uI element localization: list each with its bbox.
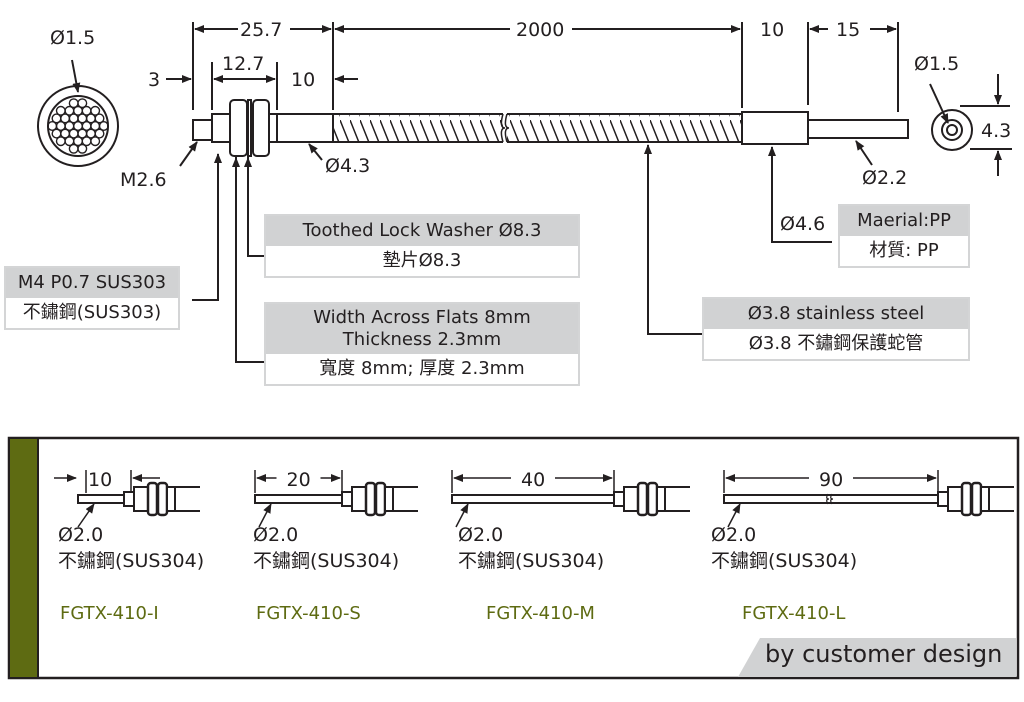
variant-1-dia: Ø2.0	[58, 524, 104, 546]
fiber-bundle-cross-section	[37, 85, 119, 167]
variant-2-material: 不鏽鋼(SUS304)	[253, 550, 400, 572]
variant-1-drawing	[54, 470, 200, 528]
custom-design-tab	[738, 638, 1016, 677]
variant-2-dia: Ø2.0	[253, 524, 299, 546]
end-face	[931, 74, 1012, 176]
dim-pin: 15	[836, 19, 860, 41]
dim-total-head: 25.7	[240, 19, 282, 41]
thread-label-en: M4 P0.7 SUS303	[6, 268, 178, 298]
sheath-label: Ø3.8 stainless steel Ø3.8 不鏽鋼保護蛇管	[702, 297, 970, 361]
variant-2-length: 20	[287, 469, 311, 491]
fiber-strand	[77, 98, 88, 109]
variant-3-drawing	[451, 470, 690, 528]
variant-3-model: FGTX-410-M	[486, 603, 595, 624]
variant-4-drawing	[723, 470, 1014, 528]
bundle-leader	[71, 59, 81, 93]
variant-4-model: FGTX-410-L	[742, 603, 846, 624]
material-label-zh: 材質: PP	[840, 236, 968, 266]
variant-1-spec: Ø2.0 不鏽鋼(SUS304)	[58, 522, 204, 574]
nut-label: Width Across Flats 8mm Thickness 2.3mm 寬…	[264, 302, 580, 386]
variants-panel-accent-bar	[10, 439, 38, 677]
fiber-strand	[55, 136, 66, 147]
variant-2-drawing	[254, 470, 418, 528]
dim-tip: 3	[148, 69, 160, 91]
washer-label-en: Toothed Lock Washer Ø8.3	[266, 216, 578, 246]
variant-4-spec: Ø2.0 不鏽鋼(SUS304)	[711, 522, 857, 574]
end-pin-dia-callout: Ø2.2	[862, 167, 907, 189]
dimension-lines	[166, 25, 897, 83]
nut-label-en-1: Width Across Flats 8mm	[313, 307, 531, 328]
variant-1-model: FGTX-410-I	[60, 603, 159, 624]
sheath-label-en: Ø3.8 stainless steel	[704, 299, 968, 329]
variant-3-spec: Ø2.0 不鏽鋼(SUS304)	[458, 522, 604, 574]
end-face-core-dia: Ø1.5	[914, 53, 959, 75]
variant-3-length: 40	[521, 469, 545, 491]
variant-2-model: FGTX-410-S	[256, 603, 361, 624]
variant-4-dia: Ø2.0	[711, 524, 757, 546]
variant-2-spec: Ø2.0 不鏽鋼(SUS304)	[253, 522, 399, 574]
fiber-strand	[94, 128, 105, 139]
thread-label-zh: 不鏽鋼(SUS303)	[6, 298, 178, 328]
dim-sleeve: 10	[291, 69, 315, 91]
end-face-outer-dia: 4.3	[981, 120, 1011, 142]
fiber-strand	[77, 143, 88, 154]
thread-label: M4 P0.7 SUS303 不鏽鋼(SUS303)	[4, 266, 180, 330]
end-ferrule-dia-callout: Ø4.6	[780, 213, 825, 235]
end-ferrule	[741, 111, 909, 145]
dim-cable: 2000	[516, 19, 564, 41]
material-label-en: Maerial:PP	[840, 206, 968, 236]
steel-sheath	[333, 113, 743, 143]
tip-thread-callout: M2.6	[120, 169, 167, 191]
nut-label-zh: 寬度 8mm; 厚度 2.3mm	[266, 354, 578, 384]
washer-label: Toothed Lock Washer Ø8.3 墊片Ø8.3	[264, 214, 580, 278]
end-core-leader	[929, 83, 949, 124]
custom-design-note: by customer design	[765, 640, 1003, 668]
variant-3-dia: Ø2.0	[458, 524, 504, 546]
material-label: Maerial:PP 材質: PP	[838, 204, 970, 268]
variant-4-material: 不鏽鋼(SUS304)	[711, 550, 858, 572]
fiber-strand	[68, 143, 79, 154]
washer-label-zh: 墊片Ø8.3	[266, 246, 578, 276]
sheath-label-zh: Ø3.8 不鏽鋼保護蛇管	[704, 329, 968, 359]
variant-4-length: 90	[819, 469, 843, 491]
fiber-strand	[94, 113, 105, 124]
callout-leaders	[179, 140, 873, 363]
dim-ferrule: 10	[760, 19, 784, 41]
fiber-strand	[90, 136, 101, 147]
sensor-head	[192, 99, 334, 157]
variant-1-material: 不鏽鋼(SUS304)	[58, 550, 205, 572]
fiber-strand	[98, 120, 109, 131]
nut-label-en-2: Thickness 2.3mm	[342, 329, 502, 350]
variant-1-length: 10	[88, 469, 112, 491]
dim-thread: 12.7	[222, 53, 264, 75]
fiber-bundle-dia: Ø1.5	[50, 27, 95, 49]
fiber-strand	[90, 105, 101, 116]
sleeve-dia-callout: Ø4.3	[325, 155, 370, 177]
variant-drawings: 10 20 40 90	[54, 469, 1014, 528]
extension-lines	[192, 22, 899, 112]
variant-3-material: 不鏽鋼(SUS304)	[458, 550, 605, 572]
